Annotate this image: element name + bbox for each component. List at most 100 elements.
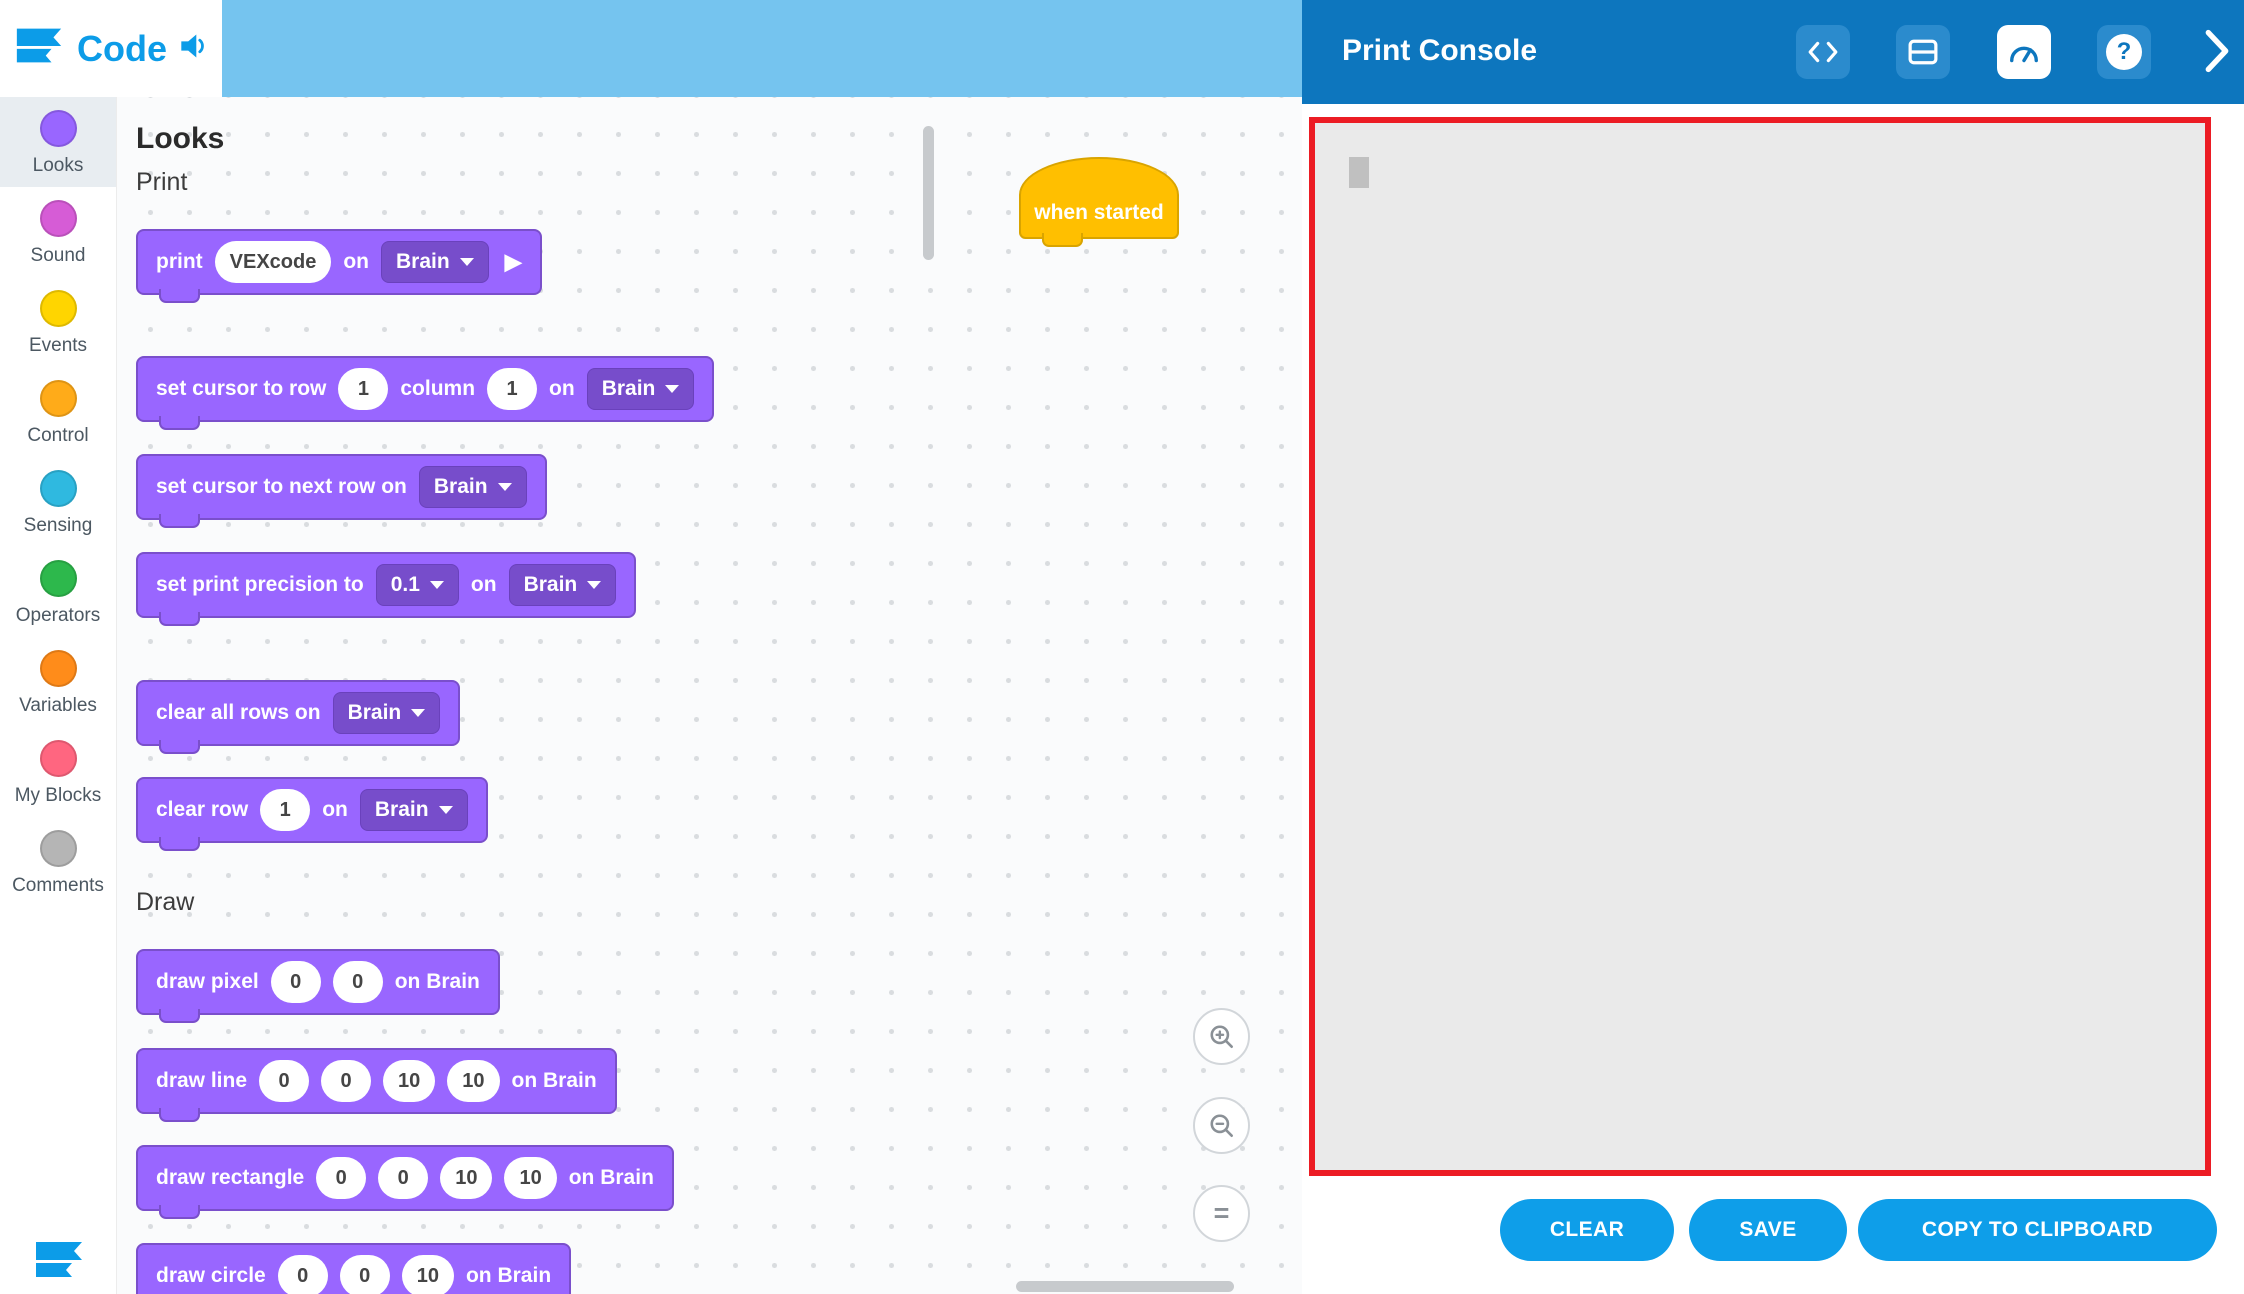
sidebar-item-operators[interactable]: Operators <box>0 547 116 637</box>
dropdown-value: Brain <box>523 573 578 596</box>
chevron-down-icon <box>459 258 474 266</box>
number-input[interactable]: 10 <box>447 1060 500 1102</box>
category-color-dot <box>39 470 77 507</box>
copy-to-clipboard-button[interactable]: COPY TO CLIPBOARD <box>1858 1199 2217 1261</box>
block-label: on <box>343 250 370 273</box>
category-color-dot <box>39 560 77 597</box>
zoom-in-button[interactable] <box>1193 1008 1250 1065</box>
play-icon[interactable]: ▶ <box>504 249 522 274</box>
sidebar-item-label: My Blocks <box>14 785 102 806</box>
code-view-button[interactable] <box>1796 25 1850 79</box>
dropdown-value: Brain <box>347 701 402 724</box>
block-clear-row[interactable]: clear row 1 on Brain <box>136 777 488 851</box>
palette-category-title: Looks <box>136 122 225 155</box>
device-dropdown[interactable]: Brain <box>359 789 468 831</box>
zoom-in-icon <box>1209 1024 1233 1048</box>
block-label: on Brain <box>394 970 480 993</box>
block-print[interactable]: print VEXcode on Brain ▶ <box>136 229 542 303</box>
help-icon: ? <box>2106 34 2142 70</box>
block-label: set cursor to next row on <box>156 475 407 498</box>
sidebar-item-label: Events <box>28 335 88 356</box>
collapse-panel-button[interactable] <box>2204 28 2230 79</box>
palette-section-draw: Draw <box>136 888 195 916</box>
device-dropdown[interactable]: Brain <box>418 466 527 508</box>
dropdown-value: Brain <box>433 475 488 498</box>
print-console-panel: Print Console ? <box>1302 0 2244 1294</box>
number-input[interactable]: 0 <box>339 1255 390 1294</box>
block-workspace[interactable]: Looks Print print VEXcode on Brain ▶ set… <box>117 97 1302 1294</box>
chevron-down-icon <box>587 581 602 589</box>
block-draw-circle[interactable]: draw circle 0 0 10 on Brain <box>136 1243 572 1294</box>
number-input[interactable]: 10 <box>383 1060 436 1102</box>
category-color-dot <box>39 830 77 867</box>
number-input[interactable]: 0 <box>378 1157 429 1199</box>
when-started-hat-block[interactable]: when started <box>1019 157 1179 247</box>
number-input[interactable]: 1 <box>487 368 538 410</box>
number-input[interactable]: 1 <box>338 368 389 410</box>
category-color-dot <box>39 110 77 147</box>
zoom-reset-button[interactable]: = <box>1193 1185 1250 1242</box>
number-input[interactable]: 0 <box>277 1255 328 1294</box>
block-label: column <box>400 377 476 400</box>
category-color-dot <box>39 380 77 417</box>
canvas-horizontal-scrollbar[interactable] <box>1016 1281 1234 1292</box>
block-clear-all-rows[interactable]: clear all rows on Brain <box>136 680 461 754</box>
gauge-icon <box>2010 46 2038 63</box>
chevron-down-icon <box>438 806 453 814</box>
code-icon <box>1808 41 1838 63</box>
block-draw-rectangle[interactable]: draw rectangle 0 0 10 10 on Brain <box>136 1145 674 1219</box>
category-color-dot <box>39 200 77 237</box>
volume-icon[interactable] <box>179 32 209 65</box>
chevron-down-icon <box>665 385 680 393</box>
sidebar-item-events[interactable]: Events <box>0 277 116 367</box>
category-color-dot <box>39 740 77 777</box>
palette-scrollbar[interactable] <box>923 126 934 260</box>
number-input[interactable]: 0 <box>332 961 383 1003</box>
sidebar-item-label: Sound <box>30 245 86 266</box>
number-input[interactable]: 0 <box>316 1157 367 1199</box>
block-set-cursor-next-row[interactable]: set cursor to next row on Brain <box>136 454 547 528</box>
device-dropdown[interactable]: Brain <box>381 241 489 283</box>
number-input[interactable]: 0 <box>259 1060 310 1102</box>
block-draw-pixel[interactable]: draw pixel 0 0 on Brain <box>136 949 500 1023</box>
block-draw-line[interactable]: draw line 0 0 10 10 on Brain <box>136 1048 617 1122</box>
blocks-mode-icon[interactable] <box>0 1240 117 1280</box>
number-input[interactable]: 10 <box>401 1255 454 1294</box>
chevron-right-icon <box>2205 29 2229 73</box>
sidebar-item-comments[interactable]: Comments <box>0 817 116 907</box>
sidebar-item-variables[interactable]: Variables <box>0 637 116 727</box>
device-dropdown[interactable]: Brain <box>332 692 441 734</box>
sidebar-item-label: Operators <box>15 605 101 626</box>
sidebar-item-label: Sensing <box>23 515 93 536</box>
block-label: draw line <box>156 1069 248 1092</box>
number-input[interactable]: 10 <box>440 1157 493 1199</box>
text-input[interactable]: VEXcode <box>214 241 332 283</box>
block-set-cursor[interactable]: set cursor to row 1 column 1 on Brain <box>136 356 715 430</box>
sidebar-item-label: Comments <box>12 875 104 896</box>
precision-dropdown[interactable]: 0.1 <box>375 564 459 606</box>
app-title: Code <box>77 27 167 69</box>
sidebar-item-sound[interactable]: Sound <box>0 187 116 277</box>
number-input[interactable]: 1 <box>260 789 311 831</box>
number-input[interactable]: 0 <box>321 1060 372 1102</box>
sidebar-item-sensing[interactable]: Sensing <box>0 457 116 547</box>
save-button[interactable]: SAVE <box>1689 1199 1847 1261</box>
number-input[interactable]: 0 <box>270 961 321 1003</box>
block-label: clear row <box>156 798 249 821</box>
block-label: draw pixel <box>156 970 259 993</box>
dropdown-value: Brain <box>396 250 450 273</box>
device-dropdown[interactable]: Brain <box>508 564 617 606</box>
sidebar-item-label: Variables <box>19 695 97 716</box>
brain-device-button[interactable] <box>1896 25 1950 79</box>
number-input[interactable]: 10 <box>504 1157 557 1199</box>
block-set-print-precision[interactable]: set print precision to 0.1 on Brain <box>136 552 637 626</box>
sidebar-item-my-blocks[interactable]: My Blocks <box>0 727 116 817</box>
sidebar-item-looks[interactable]: Looks <box>0 97 116 187</box>
block-label: set print precision to <box>156 573 364 596</box>
zoom-out-button[interactable] <box>1193 1097 1250 1154</box>
sidebar-item-control[interactable]: Control <box>0 367 116 457</box>
console-monitor-button[interactable] <box>1997 25 2051 79</box>
device-dropdown[interactable]: Brain <box>586 368 695 410</box>
help-button[interactable]: ? <box>2097 25 2151 79</box>
clear-button[interactable]: CLEAR <box>1500 1199 1674 1261</box>
